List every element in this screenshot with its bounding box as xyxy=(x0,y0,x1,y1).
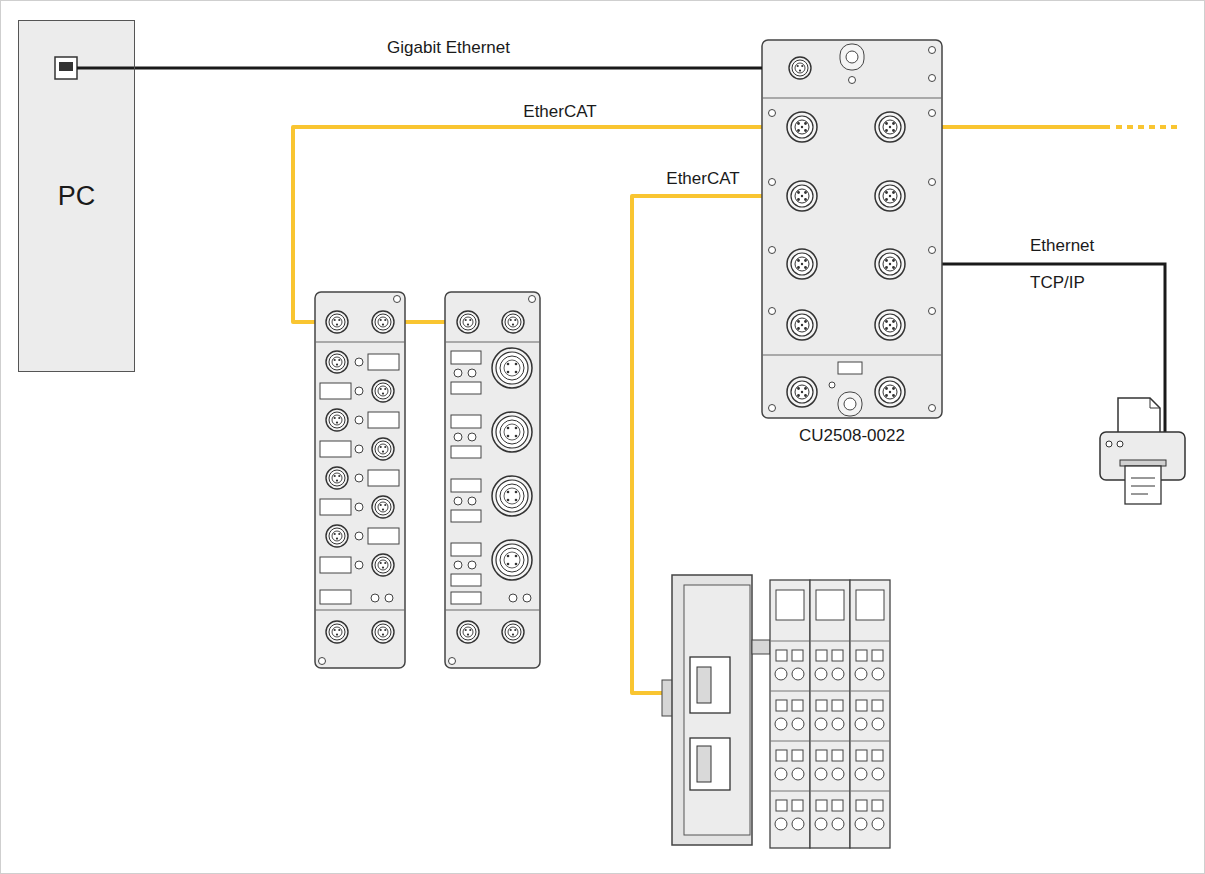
edge-label: Gigabit Ethernet xyxy=(384,38,513,58)
cable-label: Ethernet xyxy=(1027,236,1097,256)
network-cable xyxy=(135,67,762,70)
device-label: CU2508-0022 xyxy=(793,426,911,446)
cable-label: EtherCAT xyxy=(663,169,742,189)
cable-label: EtherCAT xyxy=(520,102,599,122)
coupler-box: CU2508-0022 xyxy=(762,40,942,446)
node-title: PC xyxy=(52,180,102,212)
cable-label: TCP/IP xyxy=(1027,273,1088,293)
computer-box: PC xyxy=(18,20,135,372)
